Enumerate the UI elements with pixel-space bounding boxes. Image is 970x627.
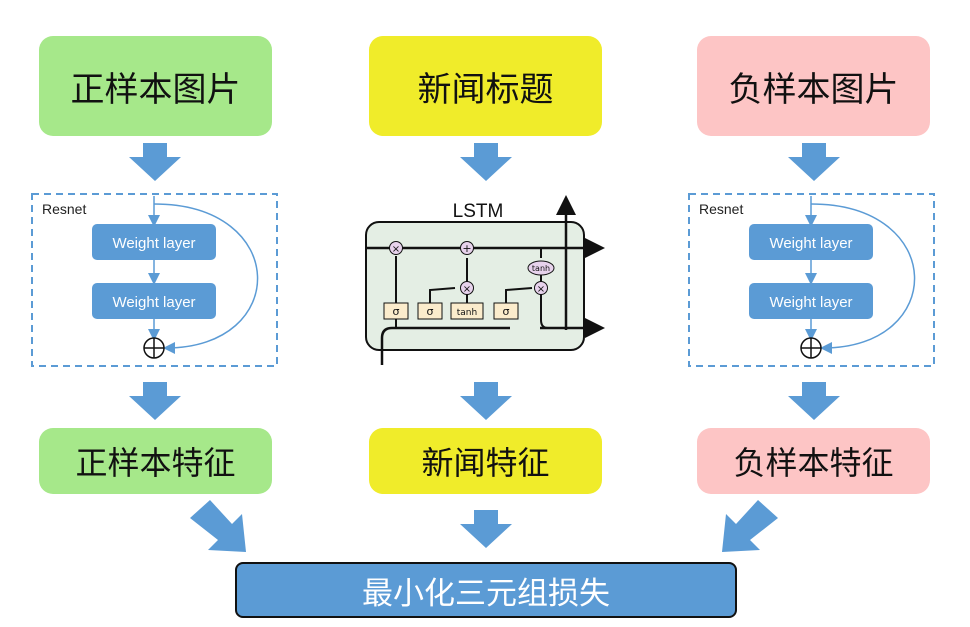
resnet-right-label: Resnet: [699, 201, 743, 217]
lstm-gate-sigma1: σ: [393, 305, 400, 318]
negative-image-label: 负样本图片: [728, 69, 899, 110]
down-arrow-icon: [129, 143, 181, 181]
diagonal-arrow-icon: [190, 500, 246, 552]
triplet-loss-box: 最小化三元组损失: [235, 562, 737, 618]
negative-feature-box: 负样本特征: [697, 428, 930, 494]
down-arrow-icon: [460, 382, 512, 420]
lstm-gate-tanh: tanh: [457, 308, 477, 318]
lstm-op-tanh: tanh: [532, 264, 550, 273]
news-feature-box: 新闻特征: [369, 428, 602, 494]
positive-image-box: 正样本图片: [39, 36, 272, 136]
negative-feature-label: 负样本特征: [733, 444, 894, 482]
resnet-left-label: Resnet: [42, 201, 86, 217]
lstm-label: LSTM: [453, 201, 504, 222]
positive-image-label: 正样本图片: [70, 69, 241, 110]
down-arrow-icon: [788, 382, 840, 420]
resnet-right-layer1: Weight layer: [769, 235, 852, 252]
positive-feature-label: 正样本特征: [75, 444, 236, 482]
lstm-gate-sigma2: σ: [427, 305, 434, 318]
down-arrow-icon: [460, 143, 512, 181]
down-arrow-icon: [788, 143, 840, 181]
down-arrow-icon: [460, 510, 512, 548]
lstm-op-times3: ×: [537, 284, 545, 295]
resnet-left: Resnet Weight layer Weight layer: [31, 193, 278, 367]
lstm-cell: LSTM σ σ tanh σ × + × tanh: [365, 195, 605, 365]
triplet-loss-label: 最小化三元组损失: [362, 575, 610, 612]
lstm-op-times2: ×: [463, 284, 471, 295]
resnet-right-layer2: Weight layer: [769, 294, 852, 311]
resnet-right: Resnet Weight layer Weight layer: [688, 193, 935, 367]
lstm-op-times1: ×: [392, 244, 400, 255]
positive-feature-box: 正样本特征: [39, 428, 272, 494]
down-arrow-icon: [129, 382, 181, 420]
news-feature-label: 新闻特征: [421, 444, 550, 482]
resnet-left-layer2: Weight layer: [112, 294, 195, 311]
resnet-left-layer1: Weight layer: [112, 235, 195, 252]
news-title-box: 新闻标题: [369, 36, 602, 136]
negative-image-box: 负样本图片: [697, 36, 930, 136]
news-title-label: 新闻标题: [417, 69, 554, 110]
lstm-gate-sigma3: σ: [503, 305, 510, 318]
diagonal-arrow-icon: [722, 500, 778, 552]
add-icon: [800, 337, 822, 359]
lstm-op-plus: +: [462, 242, 471, 255]
add-icon: [143, 337, 165, 359]
